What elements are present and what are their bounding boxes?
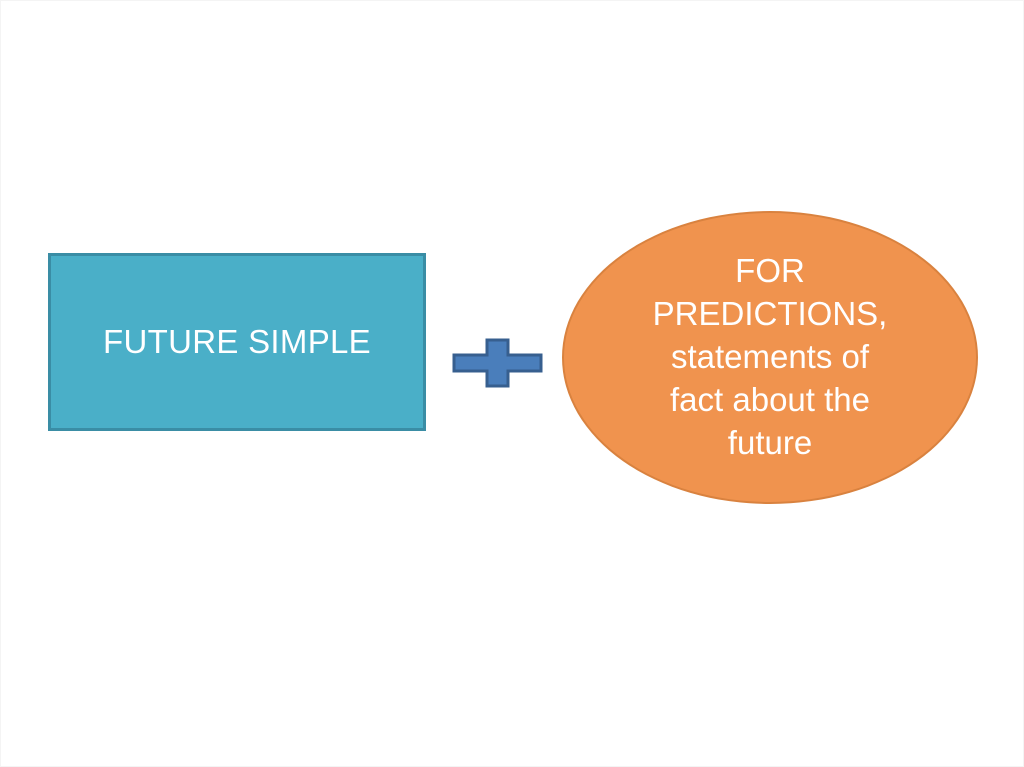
predictions-ellipse[interactable]: FOR PREDICTIONS, statements of fact abou… — [562, 211, 978, 504]
predictions-label: FOR PREDICTIONS, statements of fact abou… — [652, 252, 888, 461]
plus-sign-shape — [452, 338, 543, 388]
future-simple-label: FUTURE SIMPLE — [103, 323, 371, 361]
future-simple-rectangle[interactable]: FUTURE SIMPLE — [48, 253, 426, 431]
plus-sign-icon — [451, 325, 544, 401]
